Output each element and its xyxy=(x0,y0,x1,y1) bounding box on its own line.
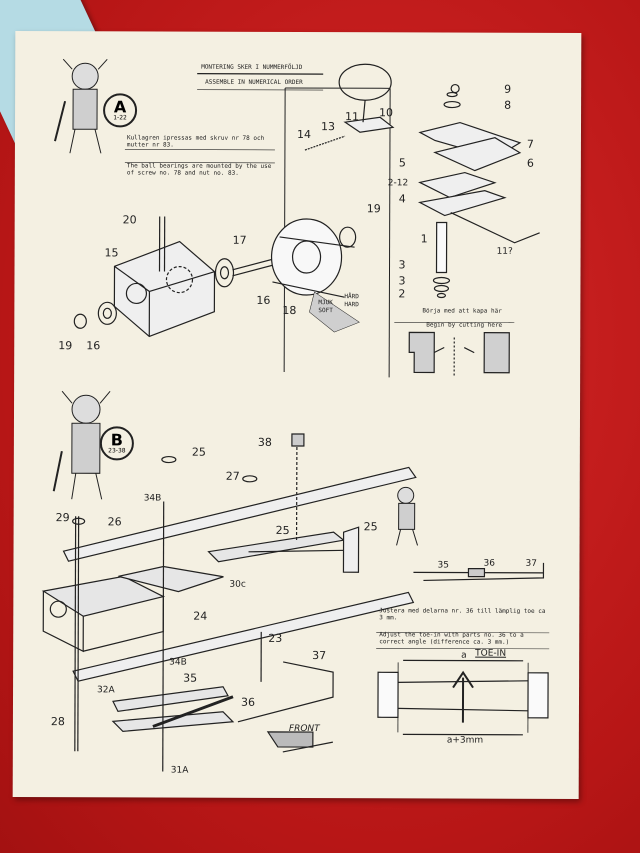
part-label: 9 xyxy=(504,82,512,96)
part-label: 25 xyxy=(275,523,290,537)
part-label: 5 xyxy=(398,156,406,170)
part-label: 11 xyxy=(345,110,360,124)
part-label: 3 xyxy=(398,258,406,272)
cutting-note-en: Begin by cutting here xyxy=(426,321,503,329)
part-label: 34B xyxy=(143,493,162,504)
viking-figure-small xyxy=(396,486,419,546)
part-label: 35 xyxy=(183,671,198,685)
cutting-note-sv: Börja med att kapa här xyxy=(422,307,502,315)
part-label: 37 xyxy=(525,558,537,569)
part-label: 8 xyxy=(504,98,512,112)
viking-figure-a xyxy=(53,58,108,154)
part-label: 32A xyxy=(97,685,115,696)
part-label: 16 xyxy=(86,339,101,353)
part-label: 16 xyxy=(256,293,271,307)
viking-figure-b xyxy=(52,390,111,500)
part-label: 38 xyxy=(257,435,272,449)
part-label: 28 xyxy=(50,715,65,729)
header-title-sv: MONTERING SKER I NUMMERFÖLJD xyxy=(201,63,303,72)
hardness-soft-sv: MJUK xyxy=(318,299,333,307)
part-label: 23 xyxy=(268,631,283,645)
toe-in-diagram xyxy=(376,631,550,736)
toe-in-note-en: Adjust the toe-in with parts no. 36 to a… xyxy=(379,631,524,646)
part-label: 20 xyxy=(122,213,137,227)
bearing-block-assembly xyxy=(73,216,360,338)
part-label: 36 xyxy=(483,558,495,569)
steering-parts-stack xyxy=(304,63,540,378)
toe-in-label: TOE-IN xyxy=(475,648,507,659)
part-label: 6 xyxy=(526,156,534,170)
part-label: 26 xyxy=(107,515,122,529)
part-label: 19 xyxy=(366,202,381,216)
bearing-note-sv: Kullagren ipressas med skruv nr 78 och m… xyxy=(126,134,265,149)
section-b-range: 23-38 xyxy=(108,447,126,455)
bearing-note-en: The ball bearings are mounted by the use… xyxy=(126,162,272,177)
part-label: 31A xyxy=(170,765,189,776)
part-label: 17 xyxy=(232,233,247,247)
part-label: 25 xyxy=(191,445,206,459)
part-label: 1 xyxy=(420,232,428,246)
toe-in-note-sv: Justera med delarna nr. 36 till lämplig … xyxy=(379,607,546,622)
front-label: FRONT xyxy=(288,723,320,735)
part-label: 3 xyxy=(398,274,406,288)
section-b-badge: B 23-38 xyxy=(99,426,134,461)
assembly-drawing xyxy=(41,58,550,772)
hardness-soft-en: SOFT xyxy=(318,307,333,315)
part-label: 37 xyxy=(312,649,327,663)
part-label: 29 xyxy=(55,511,70,525)
part-label: 4 xyxy=(398,192,406,206)
part-label: 7 xyxy=(526,137,534,151)
part-label: 19 xyxy=(58,339,73,353)
part-label: 35 xyxy=(437,560,449,571)
toe-in-a: a xyxy=(461,650,467,661)
part-label: 15 xyxy=(104,246,119,260)
part-label: 14 xyxy=(296,127,312,142)
part-label: 18 xyxy=(282,303,297,317)
part-label: 2-12 xyxy=(387,178,409,189)
section-a-badge: A 1-22 xyxy=(103,93,138,128)
part-label: 34B xyxy=(169,657,187,668)
part-label: 2 xyxy=(398,287,406,301)
part-label: 24 xyxy=(193,609,208,623)
toe-in-a-plus-3mm: a+3mm xyxy=(446,735,484,746)
hardness-hard-sv: HÅRD xyxy=(344,293,359,301)
part-label: 27 xyxy=(225,469,240,483)
part-label: 10 xyxy=(379,106,394,120)
part-label: 30c xyxy=(229,579,246,590)
instruction-sheet: MONTERING SKER I NUMMERFÖLJD ASSEMBLE IN… xyxy=(12,31,582,799)
chassis-assembly xyxy=(41,433,545,772)
section-a-range: 1-22 xyxy=(113,114,127,122)
part-label: 11? xyxy=(496,246,513,257)
part-label: 36 xyxy=(240,695,256,709)
part-label: 25 xyxy=(363,520,378,534)
part-label: 13 xyxy=(320,120,336,134)
header-title-en: ASSEMBLE IN NUMERICAL ORDER xyxy=(205,78,303,87)
hardness-hard-en: HARD xyxy=(344,301,359,309)
